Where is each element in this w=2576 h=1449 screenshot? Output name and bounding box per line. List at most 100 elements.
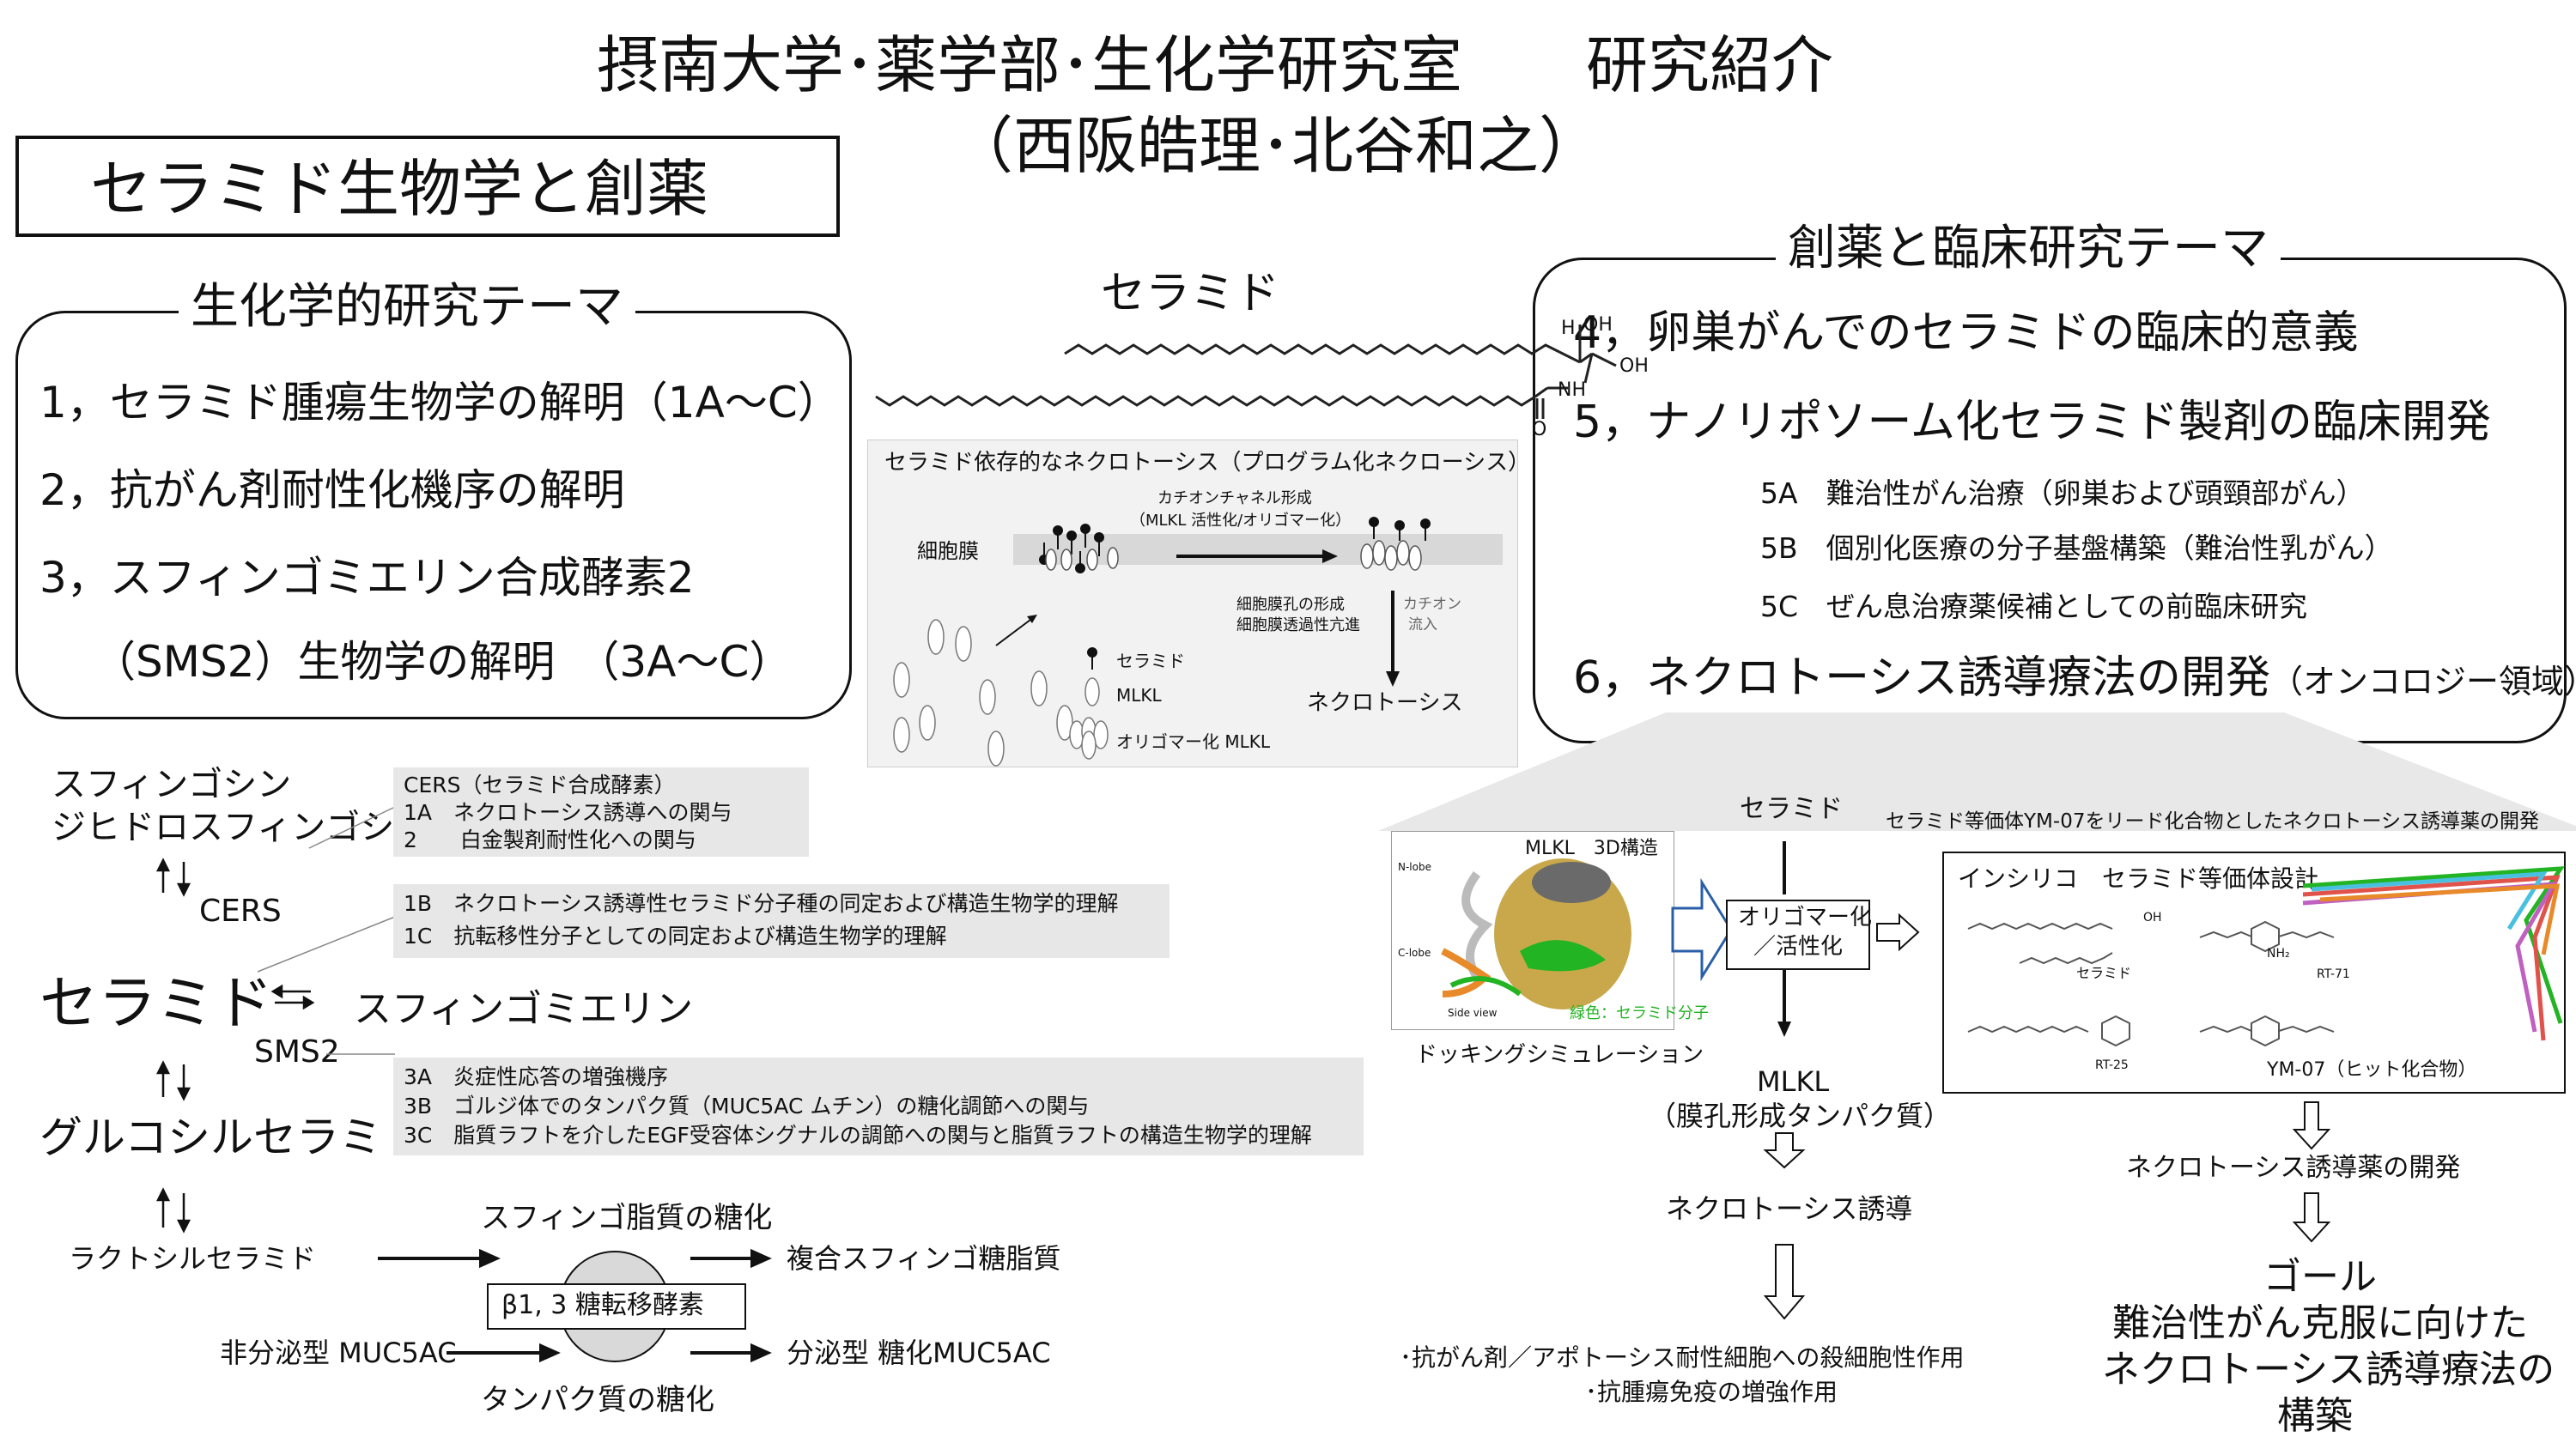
- biochem-theme-3: 3，スフィンゴミエリン合成酵素2: [39, 553, 695, 603]
- necroptosis-panel-title: セラミド依存的なネクロトーシス（プログラム化ネクローシス）: [884, 450, 1531, 476]
- clinical-theme-6-label: 6，ネクロトーシス誘導療法の開発: [1573, 652, 2271, 704]
- hollow-arrow-down-4: [2292, 1192, 2331, 1243]
- green-ceramide-label: 緑色：セラミド分子: [1570, 1004, 1709, 1022]
- main-title-box: [15, 136, 840, 237]
- channel-formation-sub: （MLKL 活性化/オリゴマー化）: [1130, 512, 1352, 530]
- compound-label-rt71: RT-71: [2317, 967, 2350, 981]
- effect-2: ･抗腫瘍免疫の増強作用: [1585, 1378, 1838, 1406]
- carbonyl-bond: [1534, 386, 1548, 398]
- pathway-arrows: [155, 806, 772, 1363]
- sms2-label: SMS2: [254, 1034, 340, 1070]
- secretory-muc5ac: 分泌型 糖化MUC5AC: [787, 1337, 1051, 1369]
- cation-label: カチオン: [1403, 596, 1461, 613]
- cers-note-line-3: 2 白金製剤耐性化への関与: [404, 828, 696, 852]
- necroptosis-schematic: [893, 517, 1431, 767]
- clinical-subtheme-5b: 5B 個別化医療の分子基盤構築（難治性乳がん）: [1760, 531, 2393, 565]
- glucosylceramide-node: グルコシルセラミド: [39, 1113, 425, 1162]
- ceramide-structure-label: セラミド: [1101, 268, 1280, 319]
- effect-1: ･抗がん剤／アポトーシス耐性細胞への殺細胞性作用: [1400, 1343, 1965, 1372]
- fatty-acid-chain: [875, 395, 1536, 407]
- clinical-themes-box: [1533, 258, 2567, 743]
- cytoplasm-mlkl: [893, 619, 1073, 767]
- complex-glycolipid-node: 複合スフィンゴ糖脂質: [787, 1242, 1061, 1275]
- ceramide-structure: [875, 324, 1617, 419]
- sphingosine-label: スフィンゴシン: [52, 765, 292, 804]
- sms2-note-line-3: 3C 脂質ラフトを介したEGF受容体シグナルの調節への関与と脂質ラフトの構造生物…: [404, 1123, 1312, 1148]
- atom-oh-top: OH: [1583, 314, 1613, 336]
- compound-structures: [1967, 866, 2565, 1047]
- drug-flow-arrows: [1763, 841, 2331, 1320]
- compound-label-ceramide: セラミド: [2076, 965, 2132, 981]
- sphingoid-chain: [1064, 343, 1560, 355]
- atom-oh-right: OH: [1619, 355, 1649, 377]
- hollow-arrow-down-1: [1763, 1132, 1806, 1169]
- dihydrosphingosine-label: ジヒドロスフィンゴシン: [52, 808, 429, 847]
- lactosylceramide-node: ラクトシルセラミド: [69, 1242, 317, 1275]
- membrane-mlkl-ovals: [1045, 547, 1119, 571]
- necroptosis-panel: [867, 440, 1518, 767]
- sms2-note-line-2: 3B ゴルジ体でのタンパク質（MUC5AC ムチン）の糖化調節への関与: [404, 1094, 1090, 1119]
- ceramide-node: セラミド: [39, 970, 274, 1038]
- compound-label-ym07: YM-07（ヒット化合物）: [2267, 1059, 2477, 1081]
- nh-bond: [1583, 353, 1594, 384]
- hollow-arrow-to-oligomer: [1671, 877, 1733, 982]
- non-secretory-muc5ac: 非分泌型 MUC5AC: [220, 1337, 457, 1369]
- glycolipid-label: スフィンゴ脂質の糖化: [481, 1201, 773, 1235]
- clinical-subtheme-5a: 5A 難治性がん治療（卵巣および頭頸部がん）: [1760, 476, 2365, 510]
- ceramide-note-line-2: 1C 抗転移性分子としての同定および構造生物学的理解: [404, 924, 947, 949]
- biochem-theme-2: 2，抗がん剤耐性化機序の解明: [39, 465, 625, 515]
- atom-h: H: [1561, 318, 1576, 339]
- legend-ceramide: セラミド: [1116, 651, 1185, 671]
- mlkl-3d-title: MLKL 3D構造: [1525, 838, 1658, 859]
- overlay-molecules: [2302, 866, 2565, 1041]
- mlkl-3d-render: [1441, 858, 1631, 1009]
- backbone-bond: [1558, 350, 1581, 364]
- cers-note-box: [393, 767, 809, 857]
- drug-ceramide-label: セラミド: [1740, 794, 1843, 824]
- clinical-theme-5: 5，ナノリポソーム化セラミド製剤の臨床開発: [1573, 397, 2491, 448]
- biochem-themes-legend: 生化学的研究テーマ: [179, 283, 635, 331]
- page-title: 摂南大学･薬学部･生化学研究室 研究紹介: [597, 29, 1834, 101]
- hollow-arrow-right: [1876, 912, 1920, 952]
- permeability-label: 細胞膜透過性亢進: [1236, 616, 1360, 634]
- membrane-ceramides-right: [1369, 517, 1431, 541]
- channel-formation-label: カチオンチャネル形成: [1157, 489, 1312, 507]
- main-title: セラミド生物学と創薬: [90, 153, 709, 225]
- legend-oligomer-mlkl: オリゴマー化 MLKL: [1116, 731, 1271, 752]
- clinical-themes-legend: 創薬と臨床研究テーマ: [1776, 225, 2281, 273]
- oligomer-label: オリゴマー化: [1738, 905, 1873, 931]
- backbone-bond-2: [1579, 352, 1593, 364]
- biochem-themes-box: [15, 311, 852, 719]
- legend-oligomer-icon: [1069, 717, 1109, 760]
- cers-note-line-1: CERS（セラミド合成酵素）: [404, 773, 676, 797]
- sms2-note-box: [393, 1058, 1364, 1155]
- insilico-title: インシリコ セラミド等価体設計: [1958, 864, 2319, 893]
- cers-label: CERS: [199, 894, 282, 929]
- side-view-label: Side view: [1448, 1007, 1498, 1019]
- ceramide-note-box: [393, 884, 1170, 958]
- biochem-theme-3-cont: （SMS2）生物学の解明 （3A～C）: [93, 637, 793, 687]
- clinical-theme-4: 4，卵巣がんでのセラミドの臨床的意義: [1573, 307, 2359, 359]
- ceramide-note-line-1: 1B ネクロトーシス誘導性セラミド分子種の同定および構造生物学的理解: [404, 891, 1119, 916]
- cers-note-line-2: 1A ネクロトーシス誘導への関与: [404, 800, 732, 825]
- necro-induction-node: ネクロトーシス誘導: [1666, 1192, 1913, 1225]
- sms2-note-line-1: 3A 炎症性応答の増強機序: [404, 1064, 669, 1089]
- enzyme-label: β1, 3 糖転移酵素: [501, 1290, 704, 1320]
- cation-influx-label: 流入: [1408, 616, 1437, 634]
- clinical-subtheme-5c: 5C ぜん息治療薬候補としての前臨床研究: [1760, 590, 2308, 623]
- membrane-oligomer-right: [1360, 540, 1422, 571]
- cell-membrane-label: 細胞膜: [917, 539, 979, 563]
- goal-line-3: 構築: [2277, 1394, 2353, 1438]
- compound-atom-nh2: NH₂: [2267, 947, 2290, 961]
- ym07-title: セラミド等価体YM-07をリード化合物としたネクロトーシス誘導薬の開発: [1886, 810, 2539, 833]
- protein-glycosylation-label: タンパク質の糖化: [481, 1383, 714, 1417]
- compound-atom-oh: OH: [2143, 911, 2162, 925]
- page-subtitle: （西阪皓理･北谷和之）: [951, 110, 1601, 182]
- hollow-arrow-down-3: [2292, 1101, 2331, 1150]
- atom-nh: NH: [1558, 379, 1586, 401]
- clinical-theme-6-suffix: （オンコロジー領域）: [2270, 663, 2576, 700]
- clinical-theme-6: 6，ネクロトーシス誘導療法の開発（オンコロジー領域）: [1573, 656, 2576, 700]
- hollow-arrow-down-2: [1763, 1244, 1806, 1320]
- pore-formation-label: 細胞膜孔の形成: [1236, 596, 1345, 614]
- activation-label: ／活性化: [1753, 934, 1844, 960]
